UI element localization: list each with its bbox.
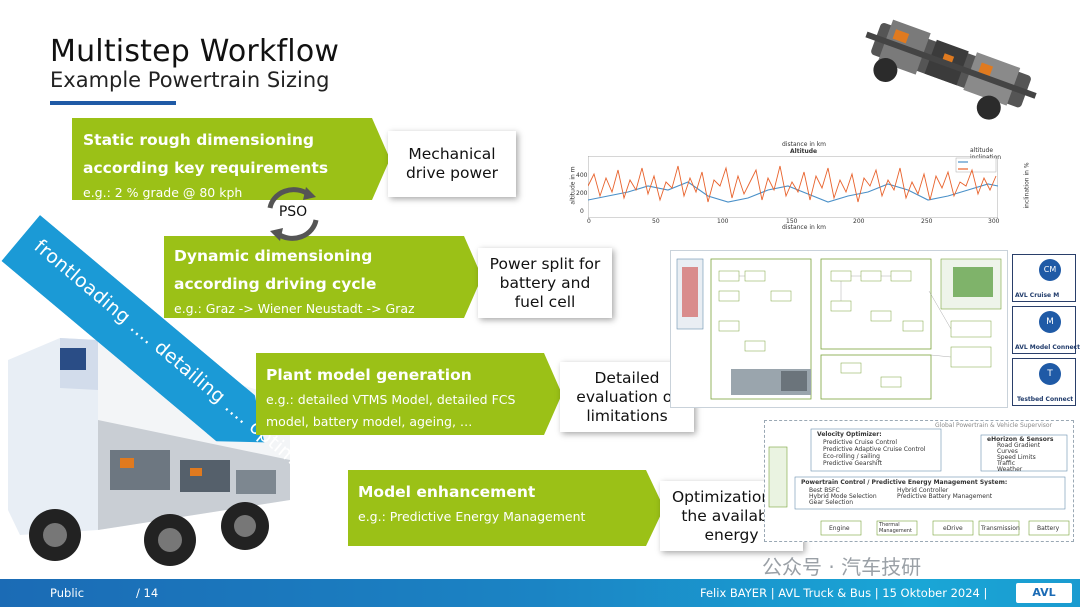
arrow-shape-icon [1,215,265,443]
altitude-line [588,181,998,203]
callout-power-split: Power split for battery and fuel cell [478,248,612,318]
ehorizon-item: Speed Limits [997,454,1036,461]
footer-page-number: / 14 [136,586,159,600]
step-example: e.g.: Graz -> Wiener Neustadt -> Graz [174,301,415,316]
ehorizon-item: Road Gradient [997,442,1041,449]
tool-label: Testbed Connect [1017,396,1074,403]
step-title-line: Plant model generation [266,366,472,384]
chart-xtick: 100 [717,218,729,225]
tool-label: AVL Cruise M [1015,292,1060,299]
vtms-schematic-panel [670,250,1008,408]
footer-bar: Public / 14 Felix BAYER | AVL Truck & Bu… [0,579,1080,607]
pso-label: PSO [278,204,308,220]
component-label: Thermal Management [879,522,912,534]
step-static-dimensioning: Static rough dimensioning according key … [72,118,390,200]
component-label: eDrive [943,525,963,532]
component-label: Engine [829,525,850,532]
chart-xtick: 300 [988,218,1000,225]
ehorizon-title: eHorizon & Sensors [987,436,1054,443]
tool-icons-column: CM AVL Cruise M M AVL Model Connect T Te… [1012,254,1080,406]
step-title-line: Static rough dimensioning [83,131,314,149]
chart-xtick: 50 [652,218,660,225]
title-underline [50,101,176,105]
control-item: Hybrid Mode Selection [809,493,877,500]
chart-ytick: 400 [576,172,588,179]
callout-mechanical-drive-power: Mechanical drive power [388,131,516,197]
tool-card-cruise-m: CM AVL Cruise M [1012,254,1076,302]
step-title-line: Dynamic dimensioning [174,247,373,265]
component-label: Battery [1037,525,1060,532]
inclination-line [588,165,997,203]
altitude-chart-plot [588,156,998,218]
control-item: Predictive Battery Management [897,493,993,500]
footer-classification: Public [50,586,85,600]
chart-xtick: 0 [587,218,591,225]
footer-author-line: Felix BAYER | AVL Truck & Bus | 15 Oktob… [700,586,988,600]
optimizer-item: Predictive Gearshift [823,460,882,467]
step-plant-model-generation: Plant model generation e.g.: detailed VT… [256,353,562,435]
ehorizon-item: Traffic [997,460,1016,467]
control-item: Hybrid Controller [897,487,949,494]
optimizer-item: Predictive Cruise Control [823,439,898,446]
tool-card-model-connect: M AVL Model Connect [1012,306,1080,354]
chart-xtick: 250 [921,218,933,225]
component-label: Transmission [981,525,1020,532]
step-dynamic-dimensioning: Dynamic dimensioning according driving c… [164,236,482,318]
chassis-illustration [865,19,1037,120]
chart-legend-altitude: altitude [970,147,994,154]
optimizer-item: Predictive Adaptive Cruise Control [823,446,926,453]
control-item: Best BSFC [809,487,840,494]
cruise-m-icon: CM [1039,259,1061,281]
panel-header: Global Powertrain & Vehicle Supervisor [935,422,1053,429]
chart-legend-inclination: inclination [970,154,1002,161]
chart-title: Altitude [790,148,818,155]
step-title-line: according key requirements [83,159,329,177]
chart-top-label: distance in km [782,141,827,148]
step-title-line: Model enhancement [358,483,536,501]
step-example: e.g.: detailed VTMS Model, detailed FCS [266,392,516,407]
chart-xtick: 150 [786,218,798,225]
chart-ytick: 0 [580,208,584,215]
tool-card-testbed-connect: T Testbed Connect [1012,358,1076,406]
control-item: Gear Selection [809,499,854,506]
ehorizon-item: Curves [997,448,1018,455]
control-title: Powertrain Control / Predictive Energy M… [801,479,1008,486]
chart-xtick: 200 [853,218,865,225]
step-example: model, battery model, ageing, … [266,414,473,429]
workflow-direction-arrow: frontloading …. detailing …. optimizing [1,215,338,499]
step-example: e.g.: Predictive Energy Management [358,509,586,524]
tool-label: AVL Model Connect [1015,344,1080,351]
ehorizon-item: Weather [997,466,1023,473]
optimizer-title: Velocity Optimizer: [817,431,882,438]
step-example: e.g.: 2 % grade @ 80 kph [83,185,243,200]
energy-management-panel: Global Powertrain & Vehicle Supervisor V… [764,420,1074,542]
schematic-drawing [676,258,1002,400]
page-title: Multistep Workflow [50,34,340,69]
avl-logo: AVL [1016,583,1072,603]
chart-xlabel: distance in km [782,224,827,231]
cycle-arrows-icon [267,187,319,241]
step-title-line: according driving cycle [174,275,377,293]
testbed-connect-icon: T [1039,363,1061,385]
chart-ylabel-right: inclination in % [1023,162,1031,209]
altitude-chart-panel: distance in km Altitude altitude inclina… [560,138,1031,231]
model-connect-icon: M [1039,311,1061,333]
step-model-enhancement: Model enhancement e.g.: Predictive Energ… [348,470,664,546]
energy-panel-boxes [768,428,1070,536]
pso-cycle: PSO [262,186,324,242]
optimizer-item: Eco-rolling / sailing [823,453,880,460]
page-subtitle: Example Powertrain Sizing [50,68,330,92]
chart-ytick: 200 [576,190,588,197]
watermark: 公众号 · 汽车技研 [762,555,922,579]
